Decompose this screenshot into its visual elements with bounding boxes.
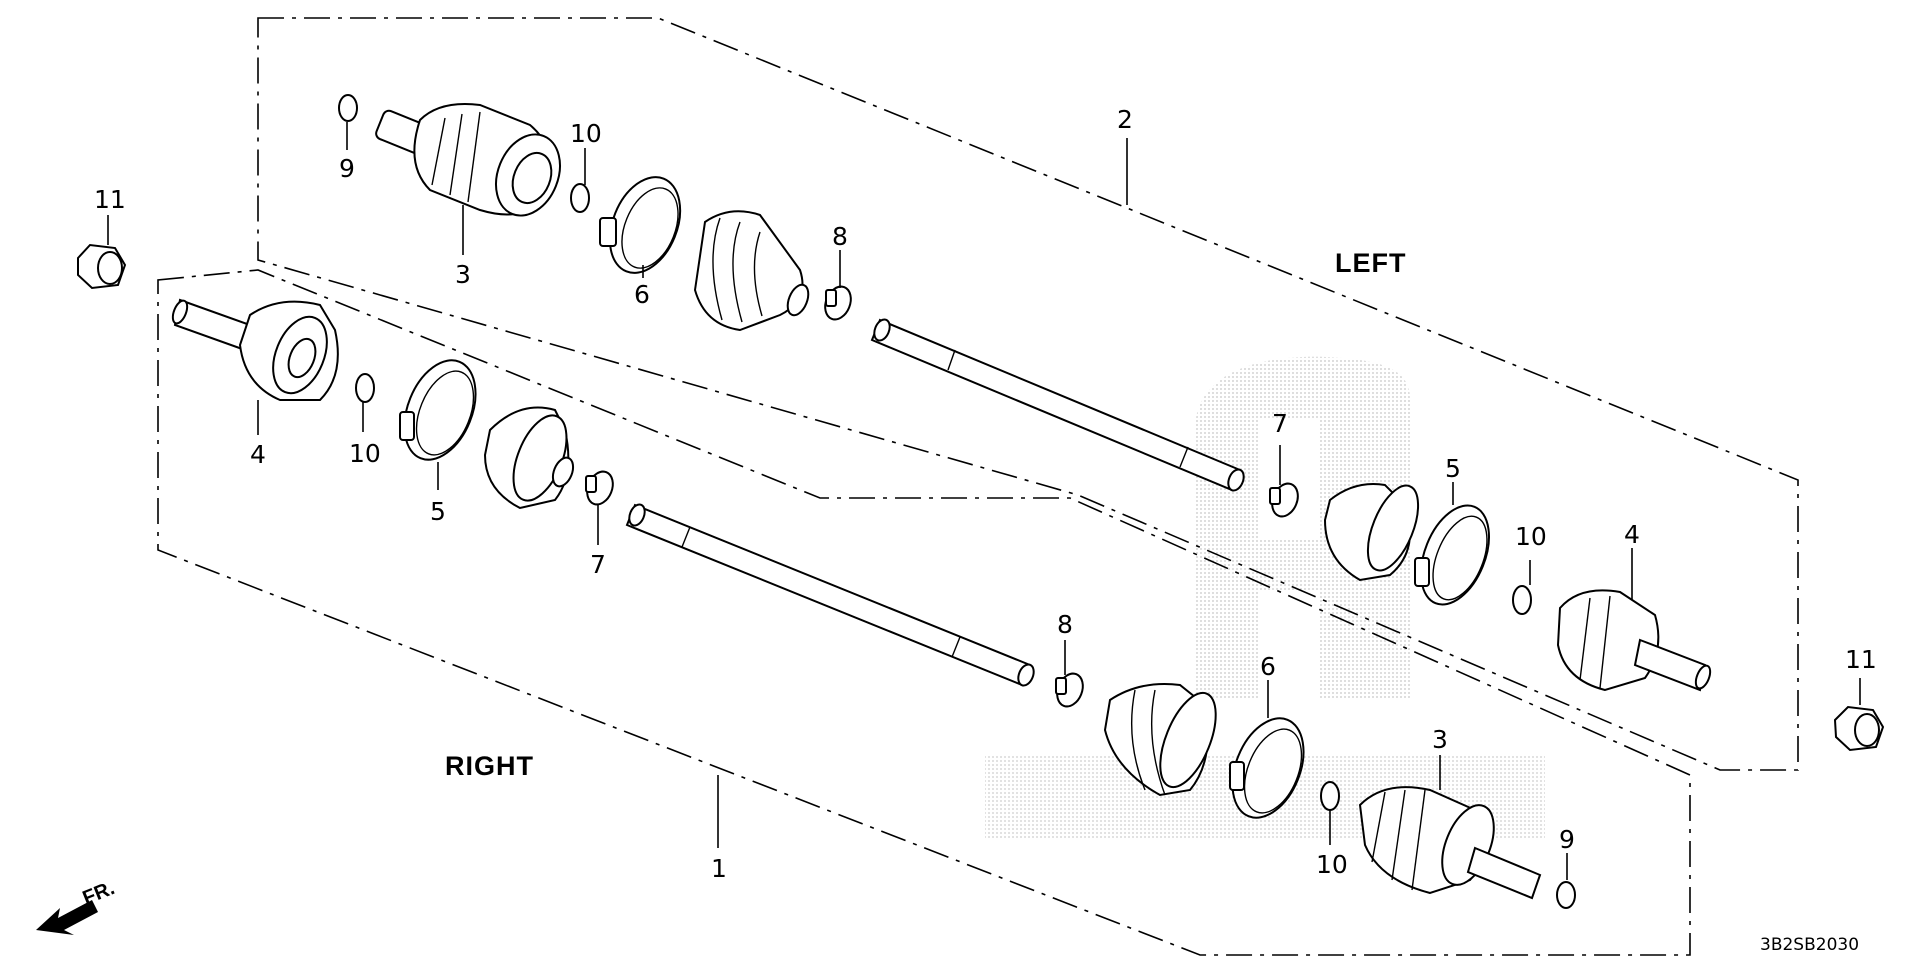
boot-band-8-left — [824, 285, 852, 321]
callout-1: 1 — [711, 854, 727, 883]
outboard-joint-4-left — [1556, 589, 1712, 692]
front-direction-arrow-icon — [36, 900, 98, 935]
boot-band-8-right — [1055, 672, 1084, 708]
outboard-boot-right — [483, 406, 575, 510]
right-assembly-outline — [157, 269, 1691, 956]
callout-9-right: 9 — [1559, 825, 1575, 854]
group-label-right: RIGHT — [445, 751, 534, 781]
callout-7-right: 7 — [590, 550, 606, 579]
boot-band-7-left — [1269, 482, 1299, 518]
left-drive-shaft — [338, 94, 1712, 692]
set-ring-10-right-top — [355, 373, 375, 403]
callout-5-right: 5 — [430, 497, 446, 526]
callout-7-left: 7 — [1272, 409, 1288, 438]
inboard-joint-3-right — [1358, 786, 1542, 900]
flange-nut-11-left — [77, 243, 127, 290]
callout-3-left: 3 — [455, 260, 471, 289]
boot-band-7-right — [585, 470, 614, 506]
set-ring-9-right — [1556, 881, 1576, 909]
flange-nut-11-right — [1833, 705, 1885, 752]
right-drive-shaft — [171, 298, 1576, 909]
callout-8-right: 8 — [1057, 610, 1073, 639]
set-ring-10-left-bottom — [1512, 585, 1532, 615]
outboard-joint-4-right — [171, 298, 339, 401]
callout-5-left: 5 — [1445, 454, 1461, 483]
callout-4-left: 4 — [1624, 520, 1640, 549]
callout-10-right-top: 10 — [349, 439, 381, 468]
set-ring-10-right-bottom — [1320, 781, 1340, 811]
left-assembly-outline — [257, 17, 1799, 771]
callout-10-left-bottom: 10 — [1515, 522, 1547, 551]
half-shaft-right — [625, 503, 1035, 687]
outboard-boot-left — [1323, 483, 1420, 582]
callout-10-right-bottom: 10 — [1316, 850, 1348, 879]
half-shaft-left — [870, 318, 1245, 492]
inboard-joint-3-left — [375, 103, 561, 217]
drawing-code: 3B2SB2030 — [1760, 935, 1859, 955]
callout-2: 2 — [1117, 105, 1133, 134]
group-label-left: LEFT — [1335, 248, 1407, 278]
leader-lines — [107, 122, 1861, 880]
callout-11-right: 11 — [1845, 645, 1877, 674]
set-ring-10-left-top — [570, 183, 590, 213]
callout-3-right: 3 — [1432, 725, 1448, 754]
callout-8-left: 8 — [832, 222, 848, 251]
boot-band-5-right — [399, 359, 477, 461]
inboard-boot-left — [693, 210, 810, 332]
set-ring-9-left — [338, 94, 358, 122]
inboard-boot-right — [1103, 683, 1217, 797]
front-direction-label: FR. — [80, 877, 118, 909]
boot-band-6-right — [1229, 717, 1305, 819]
boot-band-5-left — [1414, 504, 1490, 606]
callout-6-left: 6 — [634, 280, 650, 309]
callout-11-left: 11 — [94, 185, 126, 214]
boot-band-6-left — [599, 176, 682, 274]
callout-4-right: 4 — [250, 440, 266, 469]
callout-6-right: 6 — [1260, 652, 1276, 681]
callout-10-left-top: 10 — [570, 119, 602, 148]
callout-9-left: 9 — [339, 154, 355, 183]
